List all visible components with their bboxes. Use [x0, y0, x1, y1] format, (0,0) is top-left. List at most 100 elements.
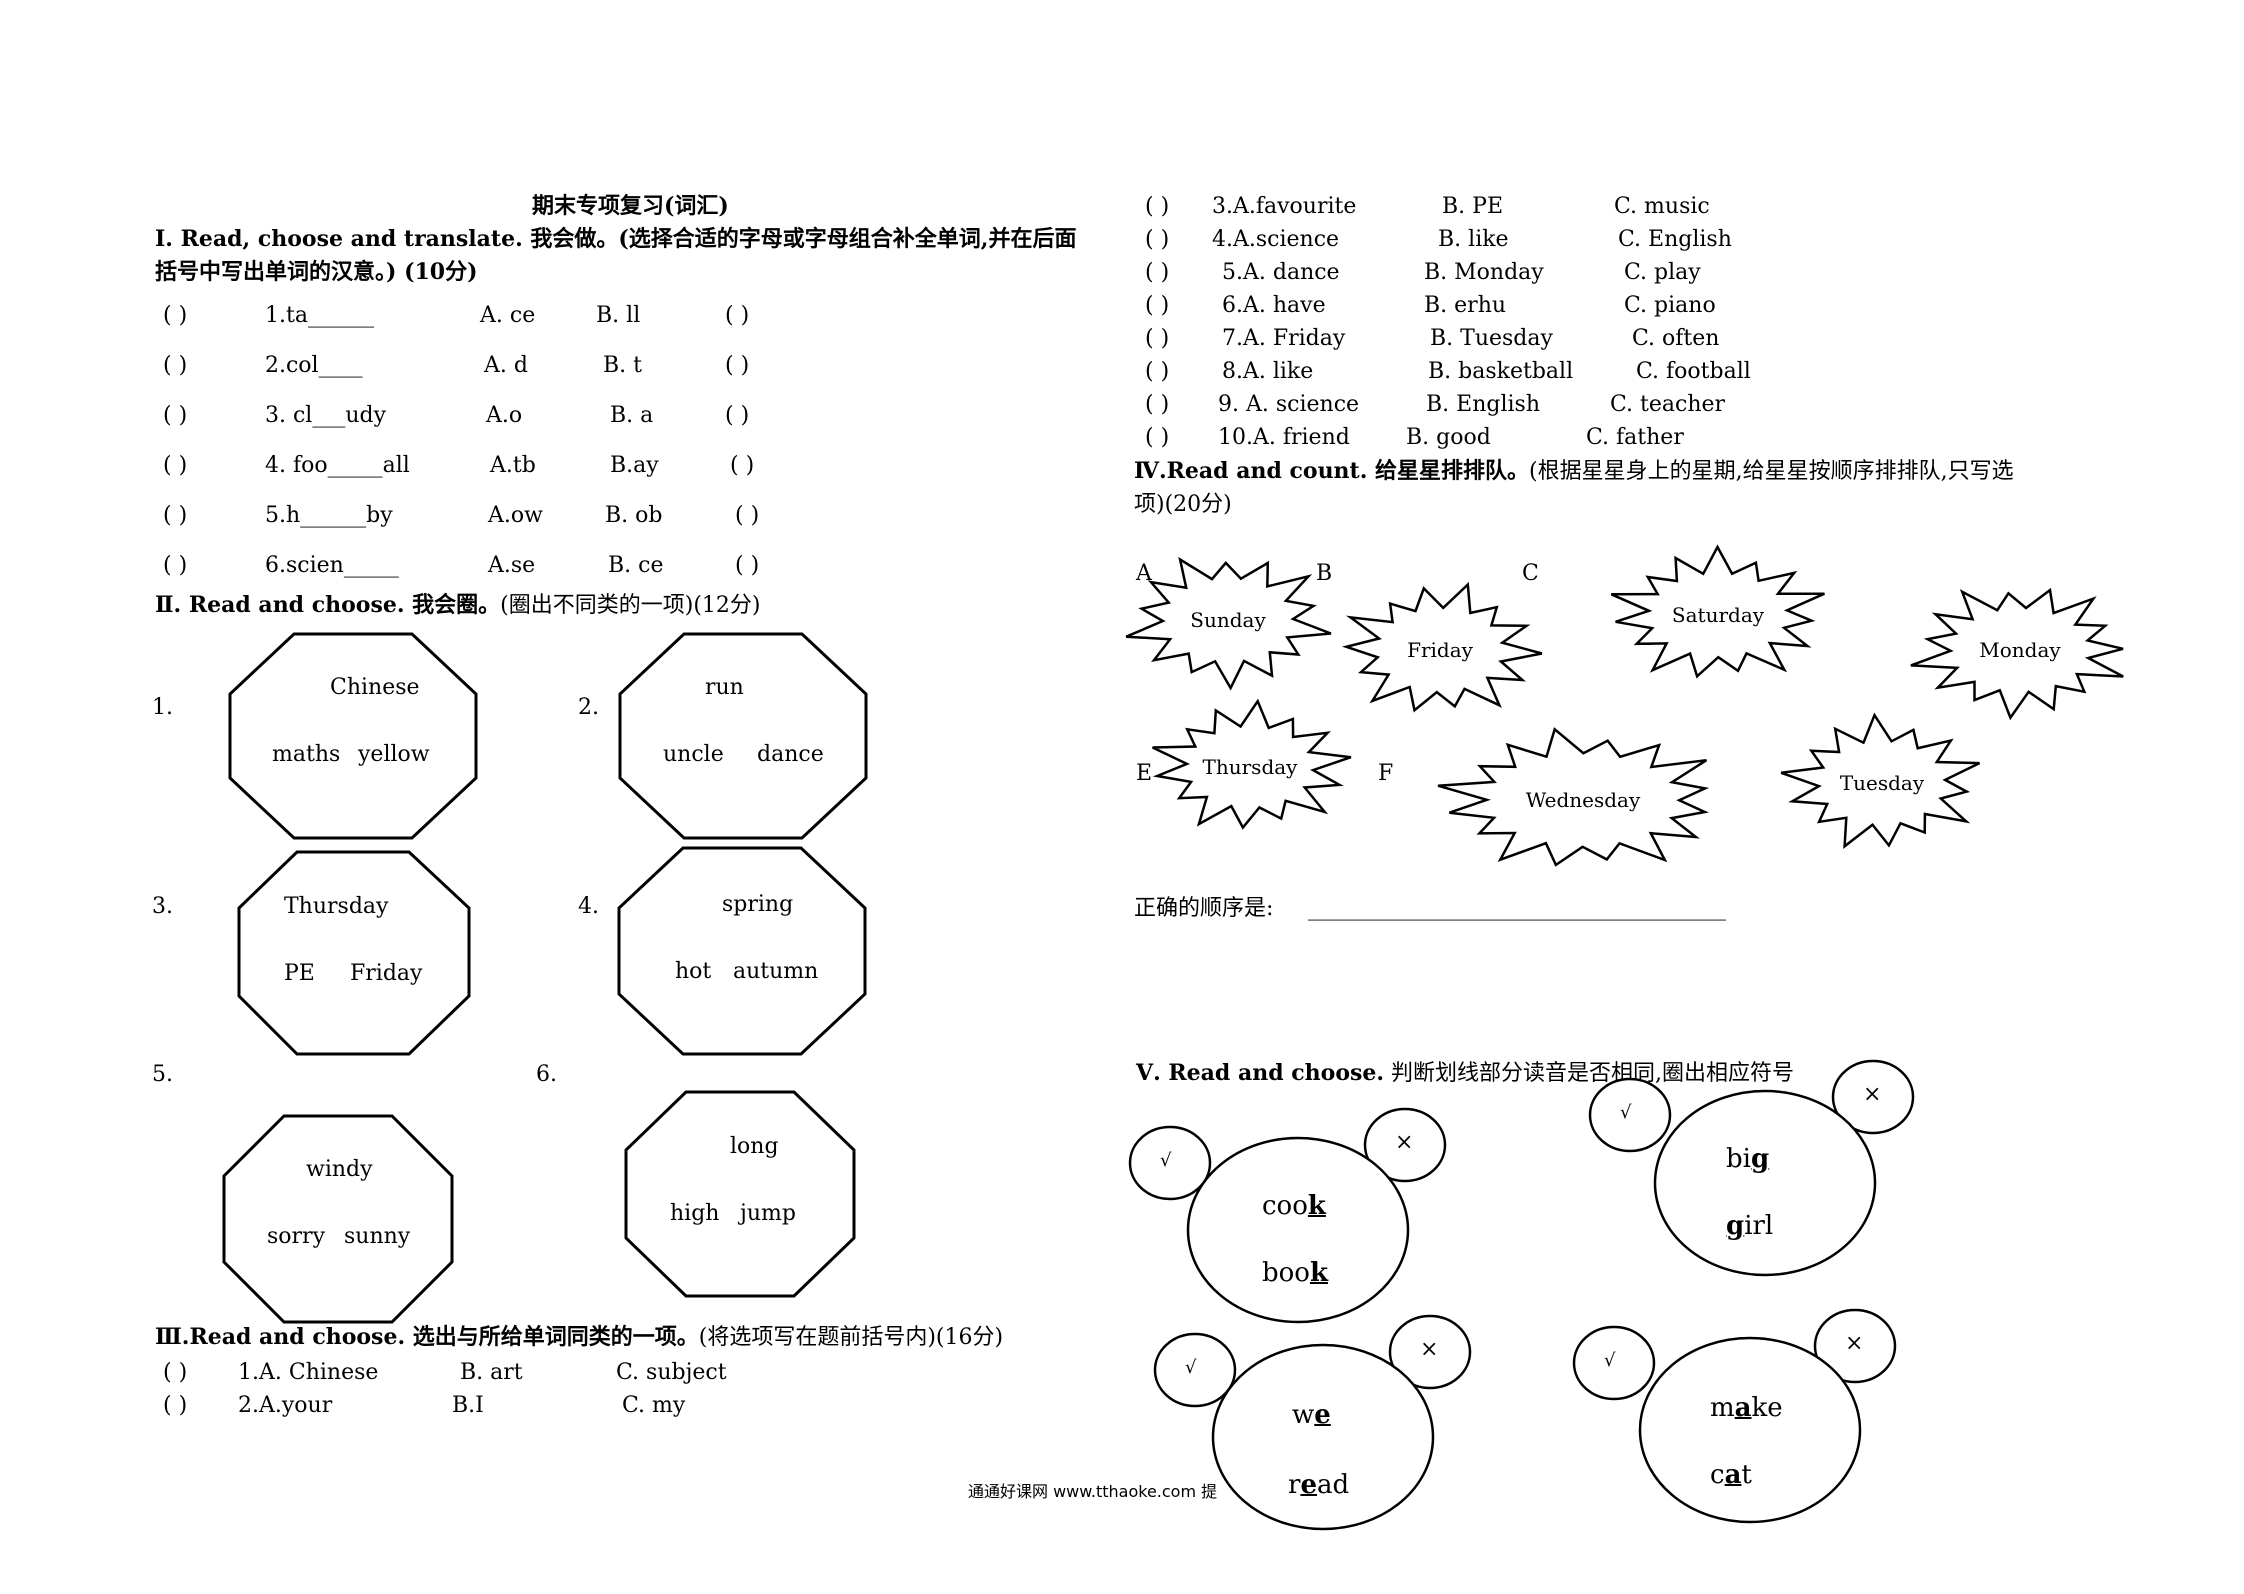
check-mark-icon: √: [1160, 1150, 1172, 1171]
option-letter: B: [1316, 561, 1333, 586]
translation-bracket[interactable]: ( ): [730, 453, 755, 478]
answer-bracket[interactable]: ( ): [1145, 227, 1170, 252]
octagon-word-group: [237, 850, 471, 1056]
footer-watermark: 通通好课网 www.tthaoke.com 提: [968, 1482, 1218, 1501]
word-option[interactable]: run: [705, 675, 744, 700]
word-option[interactable]: Thursday: [284, 894, 389, 919]
order-answer-blank[interactable]: ______________________________________: [1308, 896, 1726, 921]
star-burst: [1910, 587, 2124, 721]
star-burst: [1125, 556, 1332, 691]
option-b: B. erhu: [1424, 293, 1507, 318]
option-c: C. football: [1636, 359, 1751, 384]
octagon-word-group: [222, 1114, 454, 1324]
answer-bracket[interactable]: ( ): [163, 303, 188, 328]
check-option-circle[interactable]: [1128, 1125, 1212, 1201]
answer-bracket[interactable]: ( ): [163, 1360, 188, 1385]
word-part: w: [1292, 1400, 1315, 1430]
translation-bracket[interactable]: ( ): [725, 403, 750, 428]
cross-option-circle[interactable]: [1813, 1308, 1897, 1384]
option-c: C. teacher: [1610, 392, 1726, 417]
item-stem: 6.scien_____: [265, 553, 399, 578]
section5-heading-bold: Ⅴ. Read and choose.: [1136, 1060, 1385, 1086]
translation-bracket[interactable]: ( ): [735, 503, 760, 528]
section3-heading-bold: Ⅲ.Read and choose. 选出与所给单词同类的一项。: [155, 1324, 699, 1350]
cross-option-circle[interactable]: [1831, 1059, 1915, 1135]
word-2: girl: [1726, 1213, 1773, 1239]
word-option[interactable]: spring: [722, 892, 794, 917]
section1-heading-line2: 括号中写出单词的汉意。) (10分): [155, 259, 478, 285]
bear-head: [1638, 1336, 1862, 1524]
word-2: read: [1288, 1472, 1349, 1498]
option-a: A. d: [484, 353, 528, 378]
word-option[interactable]: PE: [284, 961, 315, 986]
underlined-letters: k: [1309, 1258, 1328, 1288]
octagon-word-group: [618, 632, 868, 840]
cross-option-circle[interactable]: [1363, 1107, 1447, 1183]
underlined-letters: g: [1726, 1211, 1745, 1241]
translation-bracket[interactable]: ( ): [735, 553, 760, 578]
answer-bracket[interactable]: ( ): [1145, 260, 1170, 285]
word-1: make: [1710, 1395, 1783, 1421]
section3-heading: Ⅲ.Read and choose. 选出与所给单词同类的一项。(将选项写在题前…: [155, 1326, 1003, 1349]
word-option[interactable]: hot: [675, 959, 712, 984]
answer-bracket[interactable]: ( ): [1145, 359, 1170, 384]
answer-bracket[interactable]: ( ): [1145, 194, 1170, 219]
option-letter: C: [1522, 561, 1539, 586]
answer-bracket[interactable]: ( ): [1145, 425, 1170, 450]
word-part: c: [1710, 1460, 1725, 1490]
answer-bracket[interactable]: ( ): [163, 453, 188, 478]
answer-bracket[interactable]: ( ): [163, 553, 188, 578]
word-option[interactable]: sorry: [267, 1224, 325, 1249]
word-option[interactable]: uncle: [663, 742, 724, 767]
word-option[interactable]: windy: [306, 1157, 373, 1182]
option-a: 8.A. like: [1222, 359, 1314, 384]
word-option[interactable]: yellow: [358, 742, 430, 767]
translation-bracket[interactable]: ( ): [725, 353, 750, 378]
cross-mark-icon: ×: [1420, 1337, 1439, 1362]
option-a: 2.A.your: [238, 1393, 333, 1418]
option-letter: F: [1378, 761, 1394, 786]
underlined-letters: e: [1314, 1400, 1331, 1430]
octagon-word-group: [228, 632, 478, 840]
answer-bracket[interactable]: ( ): [163, 503, 188, 528]
item-number: 4.: [578, 894, 599, 919]
option-b: B. PE: [1442, 194, 1504, 219]
word-1: cook: [1262, 1193, 1326, 1219]
star-weekday-label: Monday: [1979, 638, 2061, 662]
check-option-circle[interactable]: [1153, 1332, 1237, 1408]
option-b: B. English: [1426, 392, 1540, 417]
answer-bracket[interactable]: ( ): [163, 403, 188, 428]
word-part: bi: [1726, 1144, 1751, 1174]
answer-bracket[interactable]: ( ): [163, 1393, 188, 1418]
word-option[interactable]: Friday: [350, 961, 423, 986]
star-weekday-label: Friday: [1407, 638, 1474, 662]
star-burst: [1152, 698, 1352, 830]
answer-bracket[interactable]: ( ): [1145, 293, 1170, 318]
word-option[interactable]: long: [730, 1134, 779, 1159]
check-mark-icon: √: [1185, 1357, 1197, 1378]
word-option[interactable]: Chinese: [330, 675, 420, 700]
option-b: B. Monday: [1424, 260, 1544, 285]
cross-option-circle[interactable]: [1388, 1314, 1472, 1390]
section4-heading-rest: (根据星星身上的星期,给星星按顺序排排队,只写选: [1529, 459, 2014, 484]
answer-bracket[interactable]: ( ): [1145, 326, 1170, 351]
word-option[interactable]: autumn: [733, 959, 819, 984]
option-a: A.se: [488, 553, 536, 578]
word-option[interactable]: sunny: [344, 1224, 411, 1249]
check-option-circle[interactable]: [1572, 1325, 1656, 1401]
cross-mark-icon: ×: [1845, 1331, 1864, 1356]
star-weekday-label: Tuesday: [1840, 771, 1925, 795]
word-option[interactable]: dance: [757, 742, 824, 767]
check-mark-icon: √: [1604, 1350, 1616, 1371]
cross-mark-icon: ×: [1395, 1130, 1414, 1155]
octagon-word-group: [624, 1090, 856, 1298]
octagon-word-group: [617, 846, 867, 1056]
word-option[interactable]: maths: [272, 742, 341, 767]
word-option[interactable]: jump: [740, 1201, 796, 1226]
answer-bracket[interactable]: ( ): [163, 353, 188, 378]
translation-bracket[interactable]: ( ): [725, 303, 750, 328]
answer-bracket[interactable]: ( ): [1145, 392, 1170, 417]
check-option-circle[interactable]: [1588, 1077, 1672, 1153]
word-option[interactable]: high: [670, 1201, 720, 1226]
